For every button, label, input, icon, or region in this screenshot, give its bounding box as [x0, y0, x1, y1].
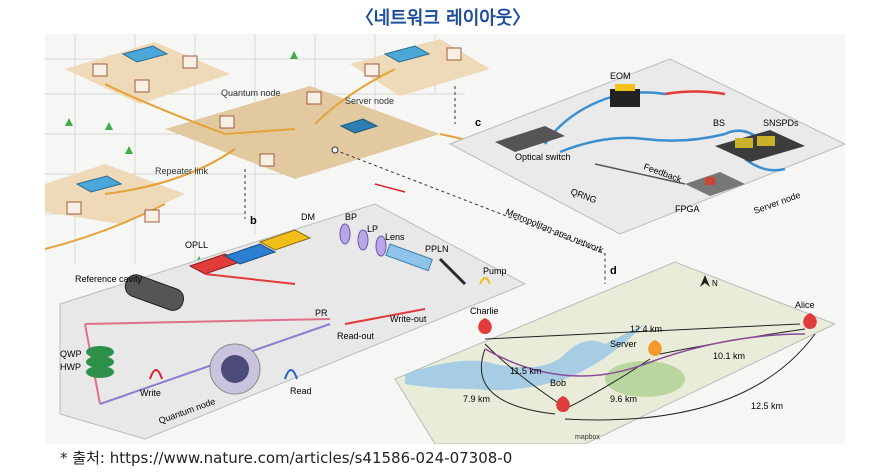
- reference-cavity-device: [124, 274, 185, 311]
- snspd-chip-1: [735, 138, 753, 148]
- label-read: Read: [290, 386, 312, 396]
- label-compass: N: [712, 279, 718, 288]
- pin-server: [648, 340, 662, 356]
- location-pins: [478, 313, 817, 412]
- label-eom: EOM: [610, 71, 631, 81]
- pin-charlie: [478, 318, 492, 334]
- pin-bob: [556, 396, 570, 412]
- read-pulse: [284, 369, 298, 380]
- label-dist-charlie-bob: 11.5 km: [510, 366, 541, 376]
- network-layout-figure: Quantum node Server node Repeater link c: [44, 34, 847, 445]
- fpga-chip: [705, 177, 715, 185]
- label-dist-bob-left: 7.9 km: [463, 394, 490, 404]
- label-dist-bob-server: 9.6 km: [610, 394, 637, 404]
- water-body: [405, 324, 645, 391]
- label-charlie: Charlie: [470, 306, 499, 316]
- label-alice: Alice: [795, 300, 815, 310]
- panel-c-fibres: [543, 90, 786, 185]
- label-lp: LP: [367, 224, 378, 234]
- panel-d-map: [394, 261, 837, 445]
- waveplates: [86, 346, 114, 378]
- label-dist-bob-alice: 12.5 km: [751, 401, 783, 411]
- laser-yellow: [258, 229, 312, 251]
- plot-center: [165, 86, 440, 179]
- label-lens: Lens: [385, 232, 405, 242]
- pin-alice: [803, 313, 817, 329]
- label-map-credit: mapbox: [575, 434, 600, 441]
- server-buildings: [75, 45, 431, 193]
- source-url: https://www.nature.com/articles/s41586-0…: [109, 449, 513, 467]
- park-area: [605, 361, 685, 397]
- label-dist-charlie-alice: 12.4 km: [630, 324, 662, 334]
- label-bp: BP: [345, 212, 357, 222]
- panel-d-metro-map: d Charlie Alice Server Bob 12.4 km 11.5 …: [394, 261, 837, 445]
- network-overview: Quantum node Server node Repeater link: [44, 34, 606, 284]
- snspd-chip-2: [757, 136, 775, 146]
- atom-cloud-core: [221, 355, 249, 383]
- fibre-route: [484, 333, 806, 377]
- panel-b-label: b: [250, 215, 257, 227]
- label-bs: BS: [713, 118, 725, 128]
- photon-arrow: [374, 183, 406, 193]
- label-ppln: PPLN: [425, 244, 449, 254]
- label-dist-server-alice: 10.1 km: [713, 351, 745, 361]
- source-prefix: * 출처:: [60, 449, 110, 467]
- label-snspds: SNSPDs: [763, 118, 799, 128]
- label-dm: DM: [301, 212, 315, 222]
- label-repeater-link: Repeater link: [155, 166, 209, 176]
- eom-top: [615, 84, 635, 91]
- label-reference-cavity: Reference cavity: [75, 274, 143, 284]
- label-server: Server: [610, 339, 637, 349]
- ppln-crystal: [385, 243, 433, 272]
- label-pr: PR: [315, 308, 328, 318]
- label-quantum-node: Quantum node: [221, 88, 281, 98]
- label-opll: OPLL: [185, 240, 208, 250]
- label-bob: Bob: [550, 378, 566, 388]
- label-fpga: FPGA: [675, 204, 700, 214]
- zoom-connectors: [244, 86, 606, 284]
- label-pump: Pump: [483, 266, 507, 276]
- laser-blue: [223, 243, 277, 265]
- write-pulse: [149, 369, 163, 380]
- label-qwp: QWP: [60, 349, 82, 359]
- label-optical-switch: Optical switch: [515, 152, 571, 162]
- panel-d-label: d: [610, 265, 617, 277]
- label-write: Write: [140, 388, 161, 398]
- lens-set: [339, 223, 387, 257]
- panel-c-label: c: [475, 117, 481, 129]
- source-citation: * 출처: https://www.nature.com/articles/s4…: [60, 447, 512, 468]
- network-layout-diagram: Quantum node Server node Repeater link c: [44, 34, 847, 445]
- pump-pulse: [479, 277, 491, 285]
- label-write-out: Write-out: [390, 314, 427, 324]
- quantum-node-boxes: [66, 47, 462, 223]
- label-server-node: Server node: [345, 96, 394, 106]
- optical-switch-device: [495, 126, 565, 152]
- eom-device: [610, 89, 640, 107]
- page-title: 〈네트워크 레이아웃〉: [355, 8, 531, 29]
- label-hwp: HWP: [60, 362, 81, 372]
- label-read-out: Read-out: [337, 331, 375, 341]
- compass-icon: [700, 275, 710, 287]
